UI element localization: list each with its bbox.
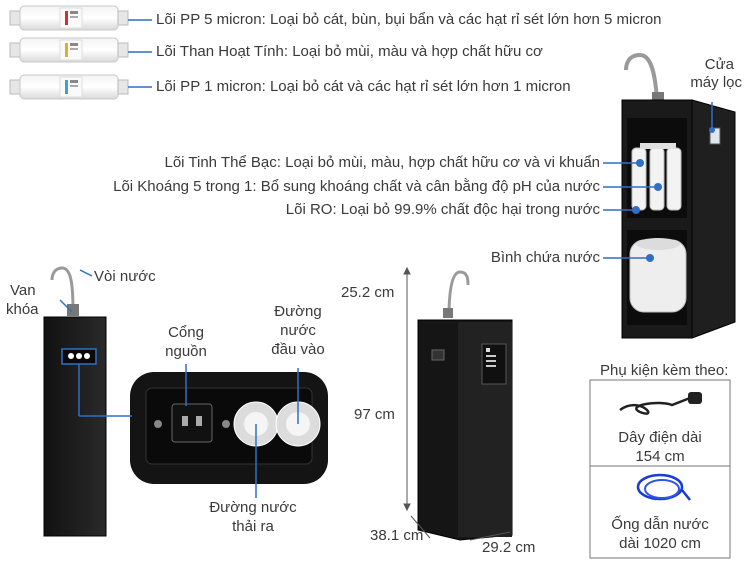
dimension-depth: 38.1 cm xyxy=(370,527,424,544)
dimension-faucet-height: 25.2 cm xyxy=(341,284,395,301)
accessory-tube-label-1: Ống dẫn nước xyxy=(611,516,709,533)
open-cabinet xyxy=(621,52,736,339)
valve-label-2: khóa xyxy=(6,301,39,318)
dimension-width: 29.2 cm xyxy=(482,539,536,556)
door-label-2: máy lọc xyxy=(690,74,742,91)
water-tube-icon xyxy=(636,473,684,501)
dimension-body-height: 97 cm xyxy=(354,406,395,423)
accessory-tube-label-2: dài 1020 cm xyxy=(619,535,701,552)
inlet-label-1: Đường xyxy=(274,303,322,320)
accessories-title: Phụ kiện kèm theo: xyxy=(600,362,729,379)
inlet-label-3: đầu vào xyxy=(271,341,325,358)
inlet-label-2: nước xyxy=(280,322,316,339)
side-machine xyxy=(43,266,107,537)
cartridge-carbon xyxy=(9,37,129,63)
filter-label-pp1: Lõi PP 1 micron: Loại bỏ cát và các hạt … xyxy=(156,78,571,95)
filter-label-pp5: Lõi PP 5 micron: Loại bỏ cát, bùn, bụi b… xyxy=(156,11,662,28)
dimension-lines xyxy=(403,266,511,541)
accessory-cable-label-2: 154 cm xyxy=(635,448,685,465)
port-panel-zoom xyxy=(130,372,328,484)
accessory-cable-label-1: Dây điện dài xyxy=(618,429,702,446)
accessories-box xyxy=(589,379,731,559)
callout-lines xyxy=(59,19,713,498)
callout-dots xyxy=(632,127,715,262)
power-label-2: nguồn xyxy=(165,343,207,360)
power-label-1: Cổng xyxy=(168,324,204,341)
outlet-label-2: thải ra xyxy=(232,518,274,535)
filter-label-carbon: Lõi Than Hoạt Tính: Loại bỏ mùi, màu và … xyxy=(156,43,543,60)
power-cable-icon xyxy=(619,396,691,415)
door-label-1: Cửa xyxy=(704,56,734,73)
faucet-label: Vòi nước xyxy=(94,268,156,285)
inner-filter-label-silver: Lõi Tinh Thể Bạc: Loại bỏ mùi, màu, hợp … xyxy=(164,154,600,171)
front-machine xyxy=(417,270,513,541)
inner-filter-label-ro: Lõi RO: Loại bỏ 99.9% chất độc hại trong… xyxy=(285,201,600,218)
cartridge-pp1 xyxy=(9,74,129,100)
inner-filter-label-mineral: Lõi Khoáng 5 trong 1: Bổ sung khoáng chấ… xyxy=(113,178,600,195)
tank-label: Bình chứa nước xyxy=(490,249,600,266)
outlet-label-1: Đường nước xyxy=(209,499,297,516)
cartridge-pp5 xyxy=(9,5,129,31)
valve-label-1: Van xyxy=(10,282,36,299)
